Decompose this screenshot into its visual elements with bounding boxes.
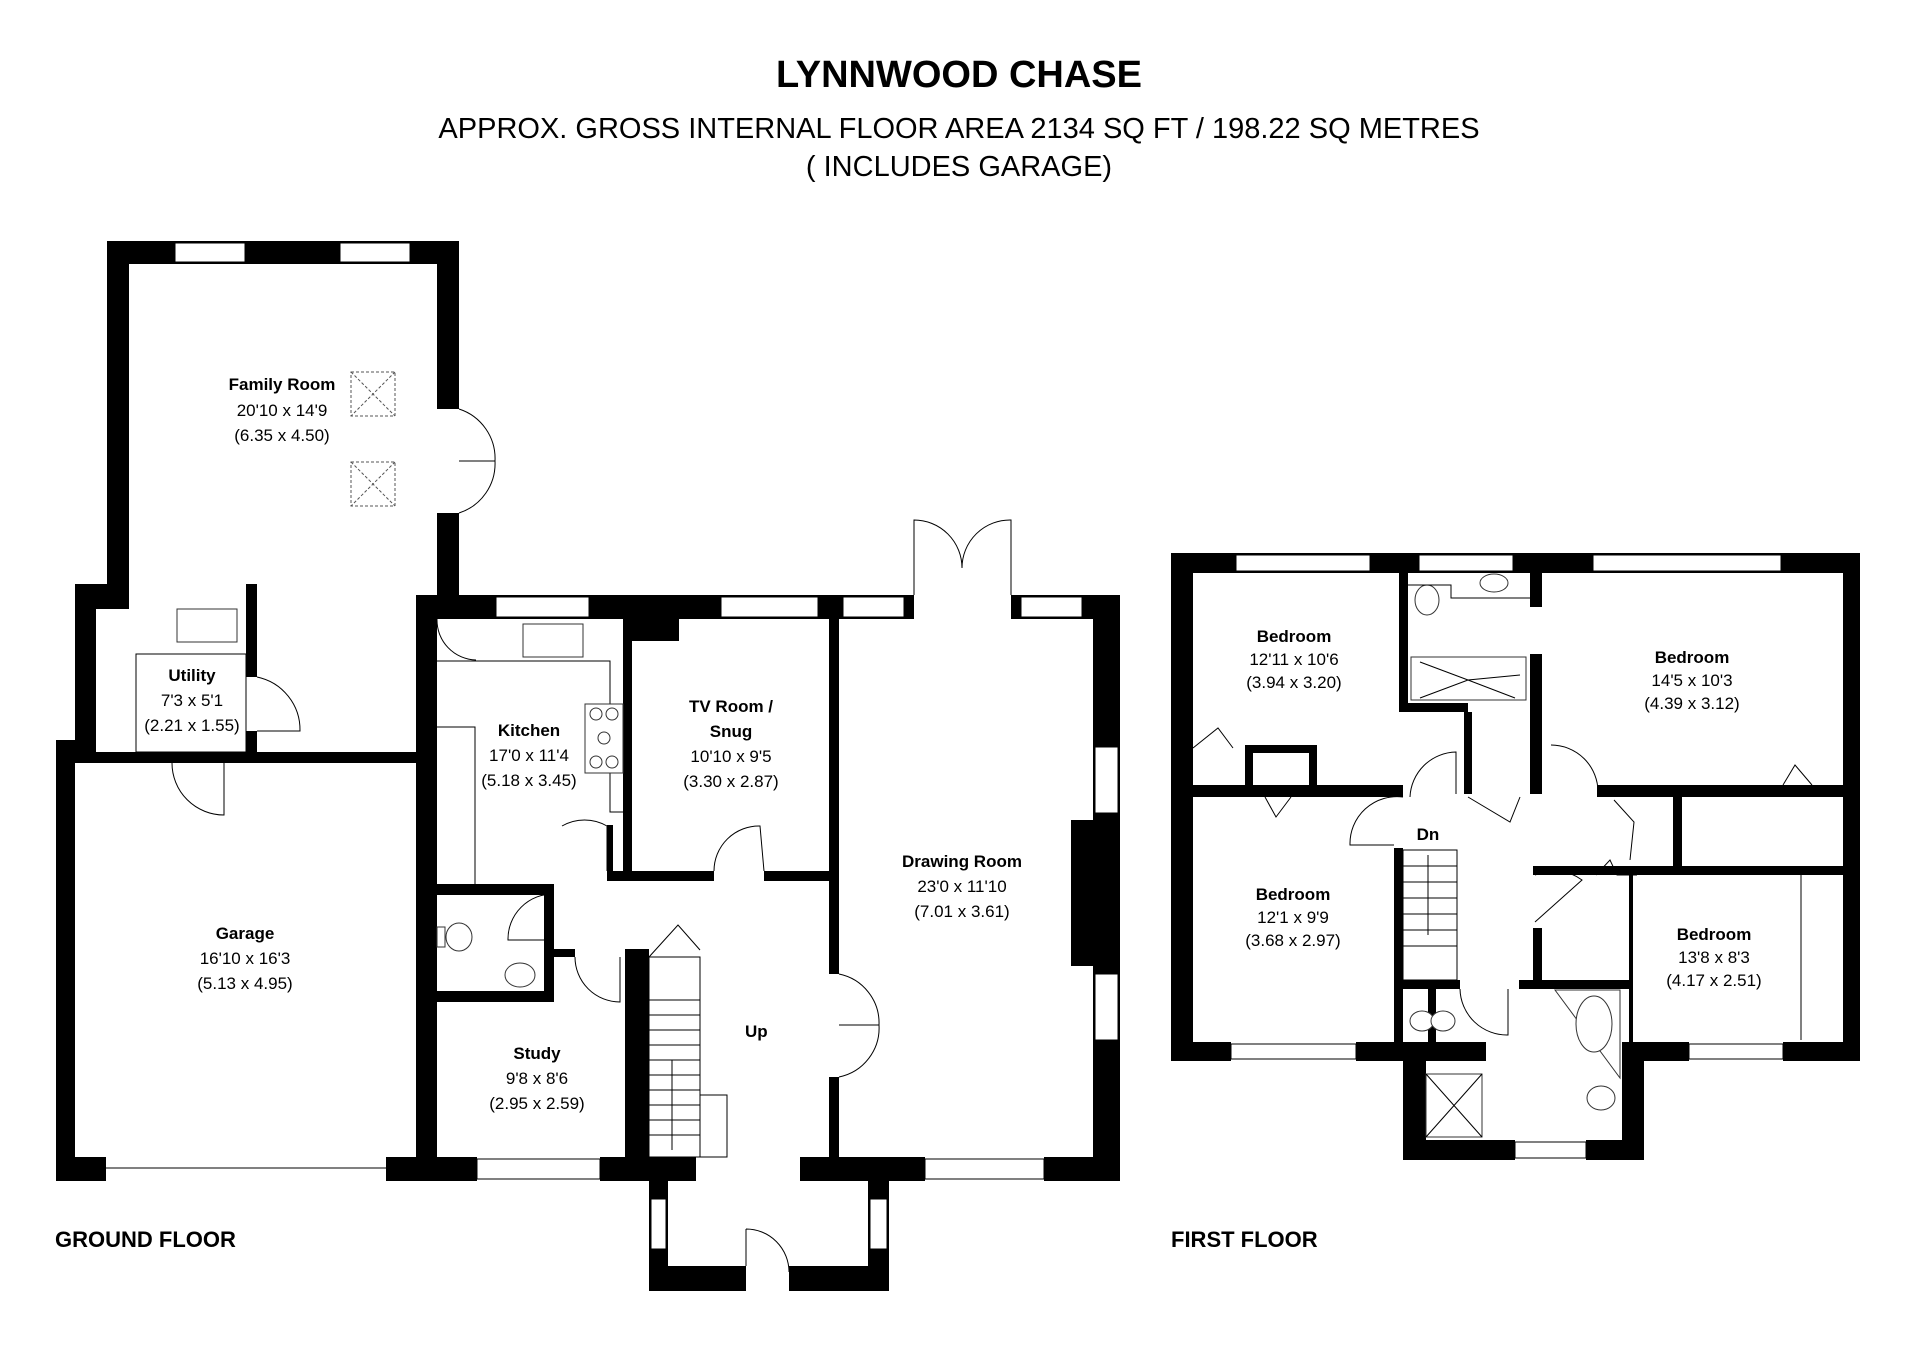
room-family-room: Family Room 20'10 x 14'9 (6.35 x 4.50) — [229, 375, 336, 445]
room-imperial: 12'11 x 10'6 — [1249, 650, 1338, 669]
room-tv-room-snug: TV Room / Snug 10'10 x 9'5 (3.30 x 2.87) — [683, 697, 778, 791]
room-imperial: 13'8 x 8'3 — [1678, 948, 1750, 967]
garage-note: ( INCLUDES GARAGE) — [806, 151, 1112, 183]
room-metric: (4.39 x 3.12) — [1644, 694, 1739, 713]
room-imperial: 16'10 x 16'3 — [200, 949, 291, 968]
room-drawing-room: Drawing Room 23'0 x 11'10 (7.01 x 3.61) — [902, 852, 1022, 921]
room-bedroom-1: Bedroom 12'11 x 10'6 (3.94 x 3.20) — [1246, 627, 1341, 692]
room-metric: (2.95 x 2.59) — [489, 1094, 584, 1113]
room-study: Study 9'8 x 8'6 (2.95 x 2.59) — [489, 1044, 584, 1113]
room-name: Utility — [168, 666, 216, 685]
plan-title: LYNNWOOD CHASE — [776, 54, 1142, 96]
room-garage: Garage 16'10 x 16'3 (5.13 x 4.95) — [197, 924, 292, 993]
room-imperial: 23'0 x 11'10 — [917, 877, 1006, 896]
room-imperial: 7'3 x 5'1 — [161, 691, 223, 710]
room-name: Drawing Room — [902, 852, 1022, 871]
room-imperial: 14'5 x 10'3 — [1651, 671, 1732, 690]
first-floor-plan: Dn Bedroom 12'11 x 10'6 (3.94 x 3.20) Be… — [1171, 553, 1860, 1160]
room-bedroom-3: Bedroom 12'1 x 9'9 (3.68 x 2.97) — [1245, 885, 1340, 950]
room-metric: (5.13 x 4.95) — [197, 974, 292, 993]
room-bedroom-2: Bedroom 14'5 x 10'3 (4.39 x 3.12) — [1644, 648, 1739, 713]
ground-floor-plan: Up Family Room 20'10 x 14'9 (6.35 x 4.50… — [56, 241, 1120, 1291]
room-name: Bedroom — [1655, 648, 1730, 667]
room-imperial: 20'10 x 14'9 — [237, 401, 328, 420]
room-name: Bedroom — [1256, 885, 1331, 904]
room-name: TV Room / — [689, 697, 773, 716]
room-kitchen: Kitchen 17'0 x 11'4 (5.18 x 3.45) — [481, 721, 576, 790]
stairs-up-label: Up — [745, 1022, 768, 1041]
room-name: Kitchen — [498, 721, 560, 740]
room-metric: (3.30 x 2.87) — [683, 772, 778, 791]
stairs-down-label: Dn — [1417, 825, 1440, 844]
room-imperial: 12'1 x 9'9 — [1257, 908, 1329, 927]
room-name: Bedroom — [1677, 925, 1752, 944]
room-metric: (7.01 x 3.61) — [914, 902, 1009, 921]
room-name: Family Room — [229, 375, 336, 394]
room-metric: (3.68 x 2.97) — [1245, 931, 1340, 950]
room-utility: Utility 7'3 x 5'1 (2.21 x 1.55) — [144, 666, 239, 735]
floor-area-subtitle: APPROX. GROSS INTERNAL FLOOR AREA 2134 S… — [438, 113, 1479, 145]
room-metric: (5.18 x 3.45) — [481, 771, 576, 790]
room-name-2: Snug — [710, 722, 753, 741]
room-imperial: 10'10 x 9'5 — [690, 747, 771, 766]
room-imperial: 17'0 x 11'4 — [489, 746, 569, 765]
room-bedroom-4: Bedroom 13'8 x 8'3 (4.17 x 2.51) — [1666, 925, 1761, 990]
room-metric: (4.17 x 2.51) — [1666, 971, 1761, 990]
ground-floor-label: GROUND FLOOR — [55, 1227, 236, 1252]
room-imperial: 9'8 x 8'6 — [506, 1069, 568, 1088]
room-metric: (6.35 x 4.50) — [234, 426, 329, 445]
room-metric: (2.21 x 1.55) — [144, 716, 239, 735]
first-floor-label: FIRST FLOOR — [1171, 1227, 1318, 1252]
room-name: Garage — [216, 924, 275, 943]
room-metric: (3.94 x 3.20) — [1246, 673, 1341, 692]
room-name: Bedroom — [1257, 627, 1332, 646]
room-name: Study — [513, 1044, 561, 1063]
